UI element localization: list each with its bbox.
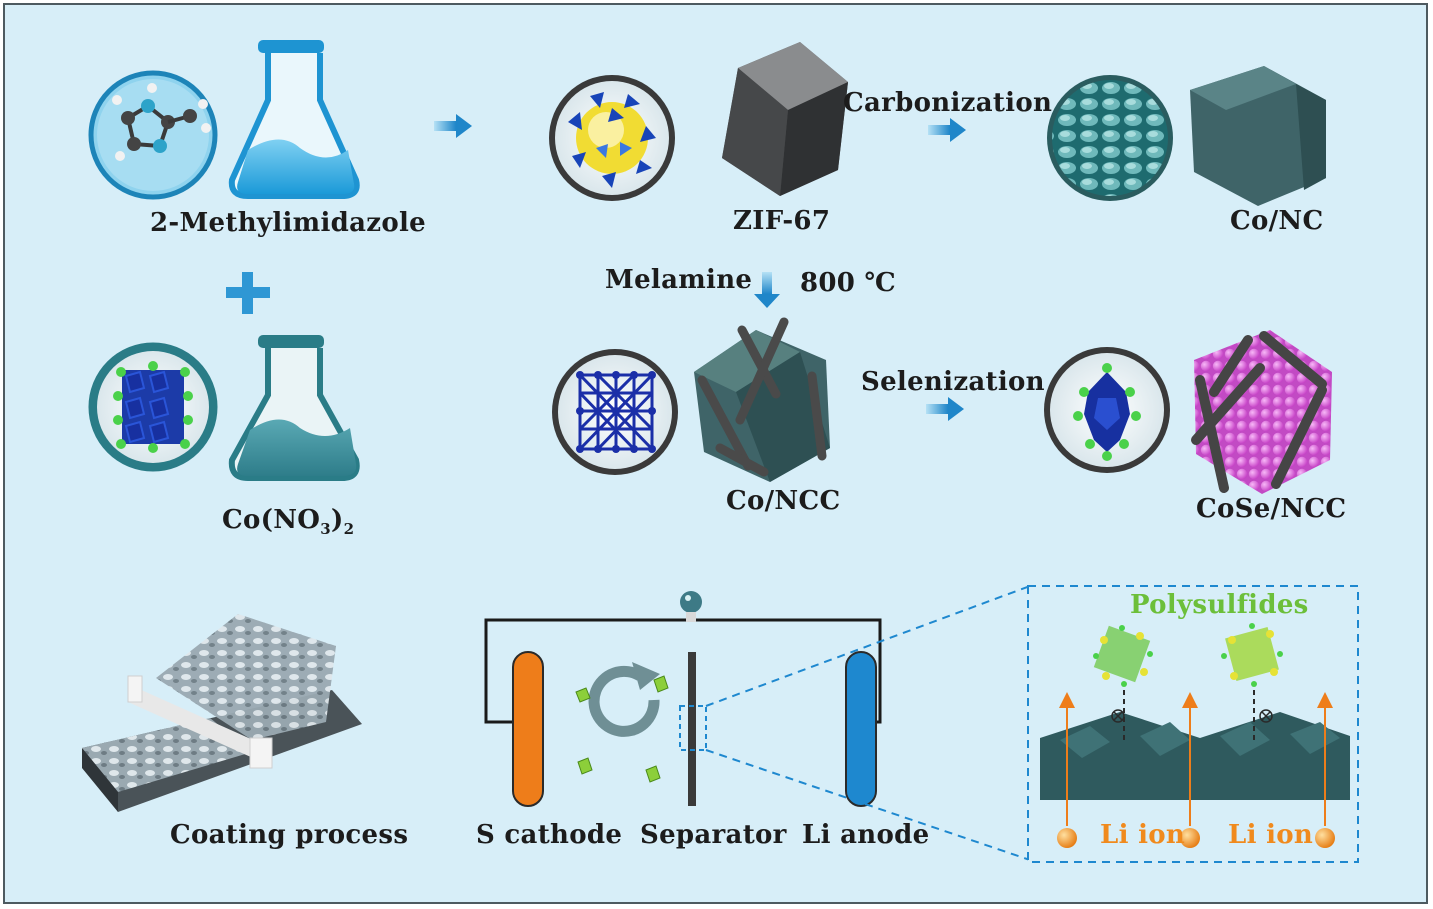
co-ncc-label: Co/NCC <box>726 486 841 516</box>
anode-label: Li anode <box>802 820 930 850</box>
cobalt-nitrate-circle <box>88 342 218 472</box>
co-nc-porous-circle <box>1047 75 1173 201</box>
ligand-label: 2-Methylimidazole <box>150 208 427 238</box>
ligand-flask <box>228 40 360 199</box>
cose-ncc-label: CoSe/NCC <box>1196 494 1347 524</box>
separator-inset <box>1027 585 1359 863</box>
coating-label: Coating process <box>170 820 409 850</box>
co-ncc-lattice-circle <box>552 349 678 475</box>
metal-salt-sub2: 2 <box>343 520 355 539</box>
cathode-label: S cathode <box>476 820 623 850</box>
polysulfides-label: Polysulfides <box>1130 590 1309 620</box>
co-nc-label: Co/NC <box>1230 206 1324 236</box>
metal-salt-main: Co(NO <box>222 505 321 535</box>
carbonization-arrow <box>928 118 966 142</box>
zif67-structure-circle <box>549 75 675 201</box>
selenization-label: Selenization <box>861 367 1045 397</box>
synthesis-arrow <box>434 114 472 138</box>
carbonization-label: Carbonization <box>843 88 1053 118</box>
co-nc-crystal <box>1190 66 1326 206</box>
temperature-label: 800 ℃ <box>800 268 896 298</box>
cose-structure-circle <box>1044 347 1170 473</box>
cose-ncc-crystal <box>1191 330 1332 494</box>
plus-icon <box>226 272 270 314</box>
polysulfide-cluster-right <box>1221 623 1283 687</box>
selenization-arrow <box>926 397 964 421</box>
melamine-label: Melamine <box>605 265 753 295</box>
bulb-icon <box>680 591 702 622</box>
metal-salt-label: Co(NO3)2 <box>222 505 354 538</box>
imidazole-molecule-circle <box>88 70 218 200</box>
metal-salt-flask <box>228 335 360 481</box>
separator-label: Separator <box>640 820 787 850</box>
metal-salt-mid: ) <box>331 505 344 535</box>
li-ion-label-right: Li ion <box>1228 820 1314 850</box>
battery-cell <box>484 585 1031 861</box>
melamine-arrow <box>754 272 780 308</box>
zif67-crystal <box>722 42 848 196</box>
coating-illustration <box>82 614 362 812</box>
co-ncc-crystal <box>694 317 830 482</box>
li-ion-label-left: Li ion <box>1100 820 1186 850</box>
metal-salt-sub1: 3 <box>320 520 332 539</box>
zif67-label: ZIF-67 <box>733 206 831 236</box>
polysulfide-cluster-left <box>1093 625 1153 687</box>
